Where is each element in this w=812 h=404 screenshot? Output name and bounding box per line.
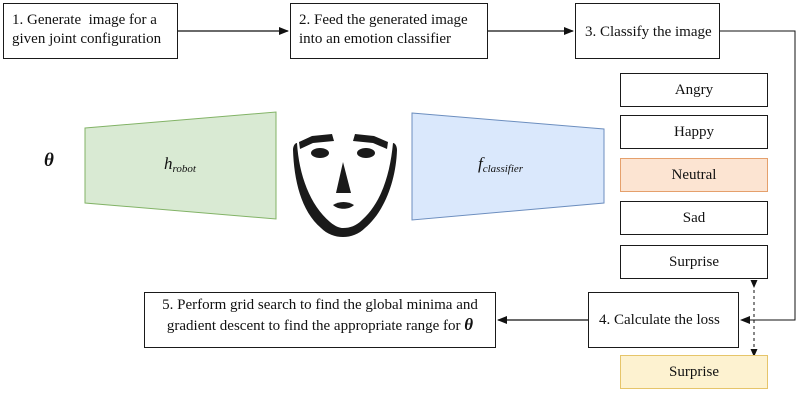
step4-text: 4. Calculate the loss xyxy=(599,312,720,328)
classifier-model-label-sub: classifier xyxy=(482,163,524,175)
step3-text: 3. Classify the image xyxy=(585,24,712,40)
step1-line1: 1. Generate image for a xyxy=(12,12,157,28)
step5-line2: gradient descent to find the appropriate… xyxy=(166,318,465,334)
step3-classify-box: 3. Classify the image xyxy=(575,3,720,59)
robot-model-label-main: h xyxy=(164,154,173,173)
step1-generate-image-box: 1. Generate image for a given joint conf… xyxy=(3,3,178,59)
classifier-model-block xyxy=(411,112,605,221)
class-option-angry: Angry xyxy=(620,73,768,107)
robot-model-label: hrobot xyxy=(164,154,196,175)
step5-grid-search-box: 5. Perform grid search to find the globa… xyxy=(144,292,496,348)
robot-model-block xyxy=(84,111,277,220)
robot-model-label-sub: robot xyxy=(172,163,196,175)
step2-feed-classifier-box: 2. Feed the generated image into an emot… xyxy=(290,3,488,59)
step5-line1: 5. Perform grid search to find the globa… xyxy=(162,297,478,313)
robot-face-image xyxy=(293,134,397,237)
step1-line2: given joint configuration xyxy=(12,31,162,47)
step2-line1: 2. Feed the generated image xyxy=(299,12,468,28)
step4-calculate-loss-box: 4. Calculate the loss xyxy=(588,292,739,348)
theta-input-symbol: θ xyxy=(44,150,54,171)
classifier-model-label-main: f xyxy=(478,154,483,173)
step5-theta-symbol: θ xyxy=(464,315,474,334)
step5-line2-container: gradient descent to find the appropriate… xyxy=(145,315,495,336)
target-label-surprise: Surprise xyxy=(620,355,768,389)
class-option-sad: Sad xyxy=(620,201,768,235)
class-option-neutral: Neutral xyxy=(620,158,768,192)
class-option-happy: Happy xyxy=(620,115,768,149)
arrow-step3-to-step4 xyxy=(720,30,796,324)
classifier-model-label: fclassifier xyxy=(478,154,523,175)
class-option-surprise: Surprise xyxy=(620,245,768,279)
step2-line2: into an emotion classifier xyxy=(299,31,452,47)
